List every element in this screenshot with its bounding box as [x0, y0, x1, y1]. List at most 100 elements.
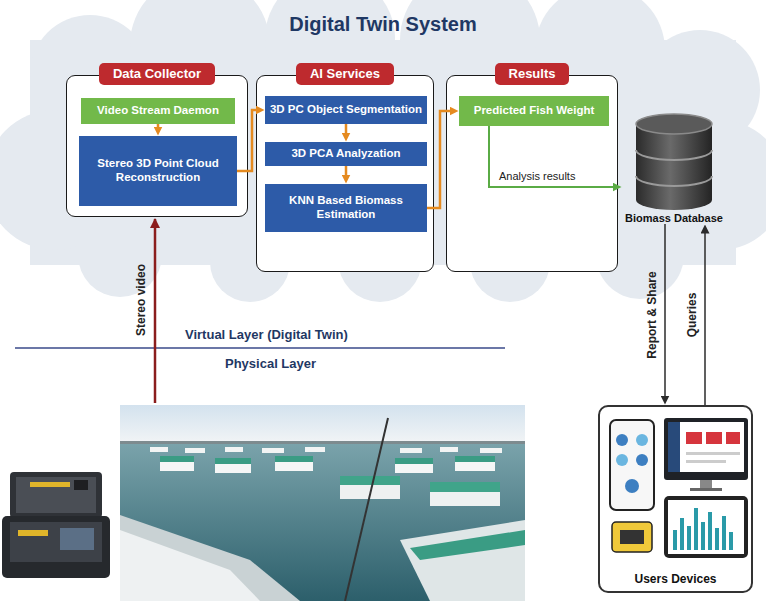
camera	[74, 480, 88, 490]
devices-box: Users Devices	[598, 405, 753, 593]
tablet-screen	[668, 500, 744, 554]
dashboard-line	[686, 460, 726, 463]
sidebar	[668, 422, 680, 472]
case-lid	[10, 472, 102, 518]
cage-net	[160, 456, 194, 462]
far-cage	[150, 447, 168, 452]
cylinder-body	[636, 124, 712, 210]
app-icon	[616, 434, 628, 446]
node-label: Stereo 3D Point Cloud Reconstruction	[83, 157, 233, 185]
cage-net	[340, 476, 400, 485]
cage-net	[215, 458, 251, 464]
cage-net	[275, 456, 313, 462]
chart-bar	[708, 512, 712, 550]
app-icon	[625, 479, 639, 493]
flow-arrow	[237, 110, 260, 171]
diagram-title: Digital Twin System	[0, 13, 766, 36]
arrow-label: Stereo video	[134, 264, 148, 336]
process-box: KNN Based Biomass Estimation	[265, 184, 427, 232]
sea	[120, 443, 525, 601]
cylinder-ring	[636, 176, 712, 186]
phone	[610, 420, 654, 510]
mid-cage	[395, 464, 433, 473]
cylinder-ring	[636, 150, 712, 160]
cloud-bump	[78, 213, 162, 297]
group-container: Data CollectorVideo Stream DaemonStereo …	[66, 75, 248, 217]
chart-bar	[673, 530, 677, 550]
flow-arrow	[345, 166, 348, 179]
chart-bar	[680, 518, 684, 550]
node-label: 3D PC Object Segmentation	[270, 103, 422, 117]
cage-net	[410, 530, 525, 560]
flow-arrow	[157, 124, 160, 131]
node-label: Biomass Database	[625, 212, 723, 224]
node-label: Predicted Fish Weight	[474, 104, 595, 118]
far-cage	[225, 447, 243, 452]
connector-label: Analysis results	[499, 170, 575, 182]
cage-net	[455, 456, 495, 462]
sensor-device	[612, 522, 652, 552]
case-panel	[10, 522, 102, 562]
walkway-float	[120, 530, 260, 601]
far-cage	[400, 448, 422, 453]
result-box: Predicted Fish Weight	[459, 96, 609, 126]
layer-label: Virtual Layer (Digital Twin)	[185, 327, 348, 342]
monitor-stand	[700, 480, 712, 488]
node-label: KNN Based Biomass Estimation	[269, 194, 423, 222]
process-box: Video Stream Daemon	[81, 98, 235, 124]
flow-arrow	[345, 124, 348, 137]
process-box: 3D PC Object Segmentation	[265, 96, 427, 124]
node-label: Video Stream Daemon	[97, 104, 219, 118]
header-tab: Data Collector	[99, 63, 215, 85]
database-node: Biomass Database	[622, 112, 726, 224]
tablet	[664, 496, 748, 558]
camera-bar	[30, 482, 70, 487]
case-part	[18, 530, 48, 536]
near-cage	[430, 492, 500, 506]
sky	[120, 405, 525, 445]
pole	[345, 418, 388, 601]
far-cage	[480, 448, 502, 453]
chart-bar	[722, 516, 726, 550]
node-label: 3D PCA Analyzation	[291, 147, 400, 161]
chart-bar	[701, 522, 705, 550]
mid-cage	[160, 462, 194, 471]
dashboard-card	[726, 432, 740, 444]
layer-label: Physical Layer	[225, 356, 316, 371]
layer-divider	[15, 347, 505, 349]
cage-net	[395, 458, 433, 464]
monitor	[664, 418, 748, 480]
monitor-base	[690, 488, 722, 491]
app-icon	[636, 434, 648, 446]
monitor-screen	[668, 422, 744, 472]
horizon	[120, 441, 525, 444]
mid-cage	[455, 462, 495, 471]
app-icon	[616, 454, 628, 466]
mid-cage	[275, 462, 313, 471]
flow-arrow	[664, 224, 666, 400]
chart-bar	[715, 528, 719, 550]
header-tab: Results	[495, 63, 570, 85]
node-label: Users Devices	[634, 572, 716, 586]
flow-arrow	[704, 229, 706, 405]
cloud-shape	[0, 0, 766, 302]
flow-arrow	[489, 126, 617, 187]
stereo-camera-case	[2, 472, 110, 578]
walkway	[120, 515, 300, 601]
chart-bar	[694, 508, 698, 550]
header-tab: AI Services	[296, 63, 394, 85]
dashboard-card	[706, 432, 722, 444]
case-lid-foam	[16, 477, 96, 513]
chart-bar	[729, 532, 733, 550]
database-cylinder	[634, 112, 714, 212]
connector-label: Queries	[685, 292, 699, 337]
far-cage	[305, 447, 325, 452]
sensor-screen	[620, 530, 644, 544]
far-cage	[185, 448, 205, 453]
dashboard-card	[686, 432, 702, 444]
fish-farm-photo	[120, 405, 525, 601]
dashboard-line	[686, 452, 740, 455]
case-screen	[60, 528, 94, 550]
cage-net	[430, 482, 500, 492]
